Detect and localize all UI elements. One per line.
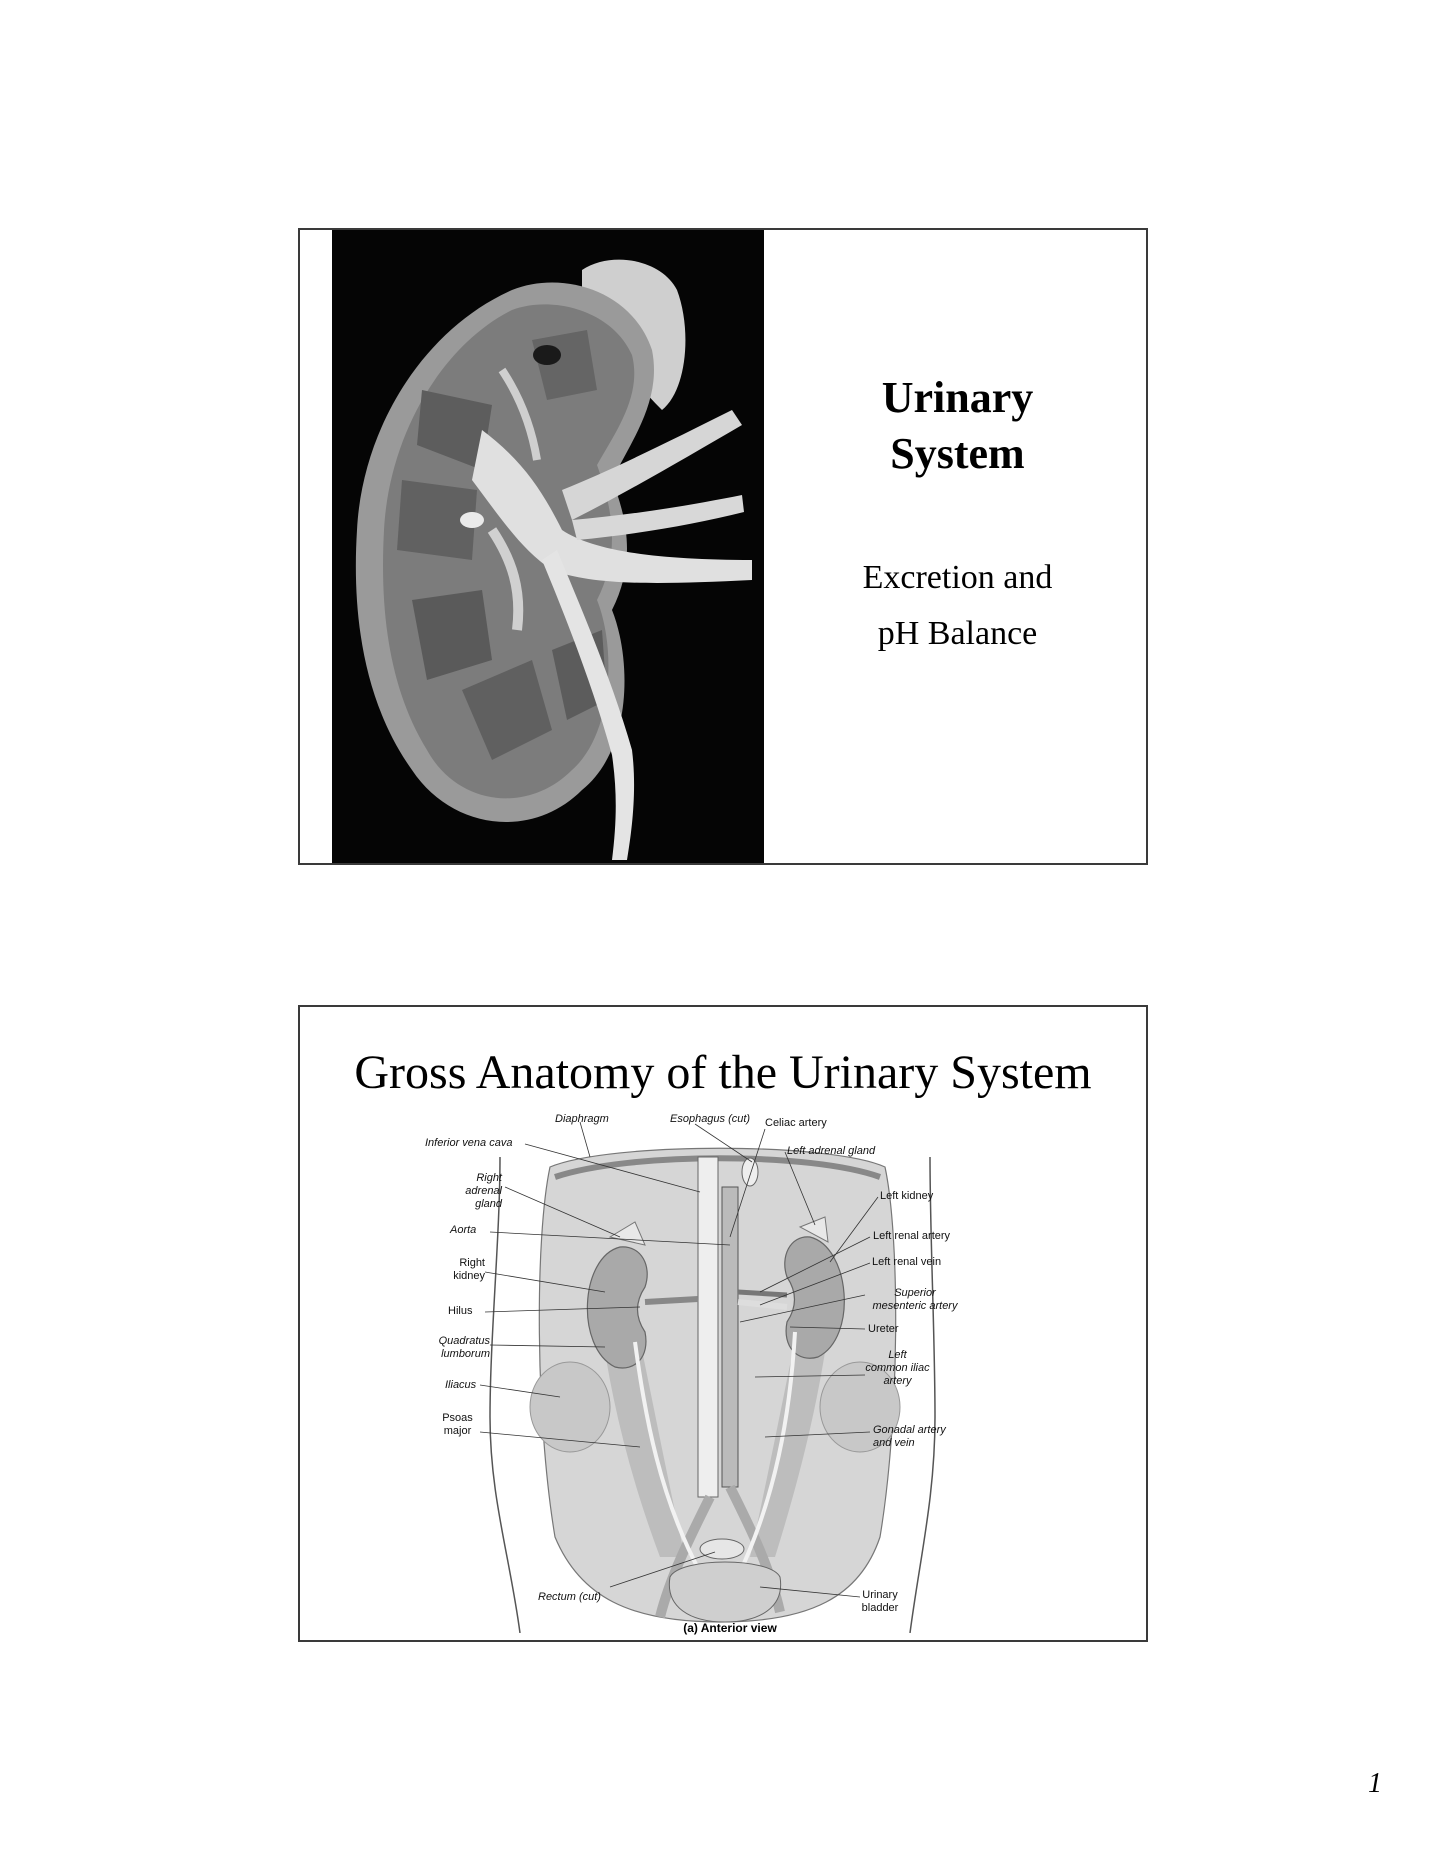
label-left-kidney: Left kidney: [880, 1190, 934, 1202]
label-quadratus-line2: lumborum: [441, 1348, 490, 1360]
label-quadratus-line1: Quadratus: [438, 1335, 490, 1347]
label-sup-mes-line1: Superior: [894, 1287, 936, 1299]
page-number: 1: [1368, 1768, 1382, 1799]
label-bladder-line1: Urinary: [862, 1589, 898, 1601]
slide-urinary-system-title: Urinary System Excretion and pH Balance: [298, 228, 1148, 865]
label-right-adrenal-gland: Right adrenal gland: [430, 1172, 502, 1211]
label-right-kidney-line2: kidney: [453, 1270, 485, 1282]
subtitle-line-1: Excretion and: [862, 559, 1053, 596]
label-celiac-artery: Celiac artery: [765, 1117, 827, 1129]
label-right-kidney-line1: Right: [459, 1257, 485, 1269]
label-left-renal-vein: Left renal vein: [872, 1256, 942, 1268]
urinary-system-anatomy-diagram: Diaphragm Esophagus (cut) Celiac artery …: [425, 1113, 1030, 1635]
label-superior-mesenteric-artery: Superior mesenteric artery: [865, 1287, 965, 1313]
label-rectum: Rectum (cut): [538, 1591, 601, 1603]
label-hilus: Hilus: [448, 1305, 473, 1317]
label-ureter: Ureter: [868, 1323, 899, 1335]
label-bladder-line2: bladder: [861, 1602, 899, 1614]
label-iliacus: Iliacus: [445, 1379, 477, 1391]
kidney-cross-section-photo: [332, 230, 764, 863]
label-right-adrenal-line3: gland: [475, 1198, 502, 1210]
label-psoas-line2: major: [443, 1425, 472, 1437]
label-quadratus-lumborum: Quadratus lumborum: [430, 1335, 490, 1361]
label-psoas-major: Psoas major: [435, 1412, 480, 1438]
label-aorta: Aorta: [450, 1224, 477, 1236]
label-psoas-line1: Psoas: [442, 1412, 473, 1424]
label-left-common-line2: common iliac: [865, 1362, 930, 1374]
label-left-common-line1: Left: [888, 1349, 907, 1361]
label-right-kidney: Right kidney: [430, 1257, 485, 1283]
slide1-subtitle: Excretion and pH Balance: [770, 550, 1145, 662]
label-inferior-vena-cava: Inferior vena cava: [425, 1137, 513, 1149]
slide2-title: Gross Anatomy of the Urinary System: [354, 1046, 1092, 1099]
slide-gross-anatomy: Gross Anatomy of the Urinary System: [298, 1005, 1148, 1642]
subtitle-line-2: pH Balance: [877, 615, 1038, 652]
diagram-caption: (a) Anterior view: [683, 1621, 777, 1635]
label-sup-mes-line2: mesenteric artery: [872, 1300, 958, 1312]
label-diaphragm: Diaphragm: [555, 1113, 609, 1125]
label-right-adrenal-line1: Right: [476, 1172, 502, 1184]
label-gonadal-line2: and vein: [873, 1437, 915, 1449]
slide1-title: Urinary System: [770, 370, 1145, 482]
label-left-adrenal-gland: Left adrenal gland: [787, 1145, 876, 1157]
title-line-2: System: [890, 429, 1025, 478]
label-gonadal-line1: Gonadal artery: [873, 1424, 946, 1436]
label-left-common-iliac-artery: Left common iliac artery: [850, 1349, 945, 1388]
label-right-adrenal-line2: adrenal: [465, 1185, 502, 1197]
label-left-renal-artery: Left renal artery: [873, 1230, 951, 1242]
label-urinary-bladder: Urinary bladder: [850, 1589, 910, 1615]
title-line-1: Urinary: [881, 373, 1034, 422]
label-esophagus: Esophagus (cut): [670, 1113, 751, 1125]
slide1-title-block: Urinary System Excretion and pH Balance: [770, 370, 1145, 662]
label-gonadal-artery-vein: Gonadal artery and vein: [873, 1424, 946, 1450]
label-left-common-line3: artery: [883, 1375, 912, 1387]
